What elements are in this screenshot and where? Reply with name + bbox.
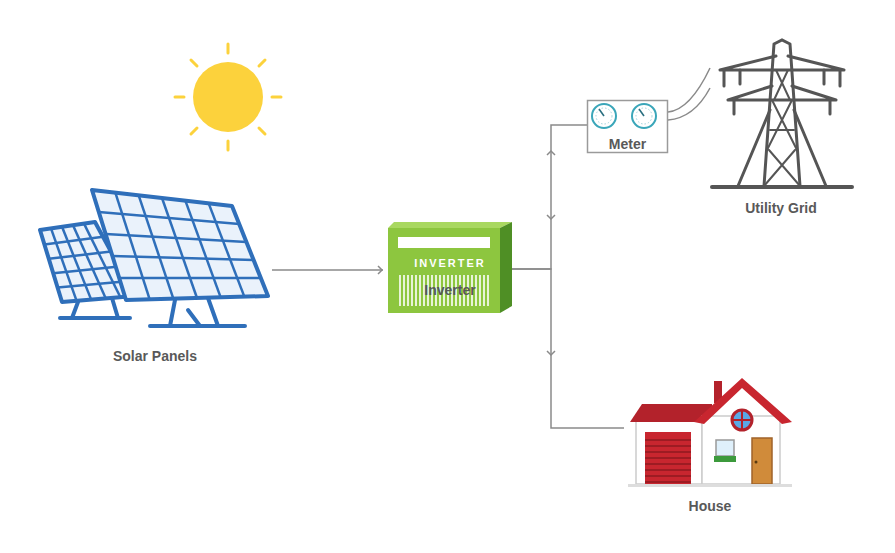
connector — [668, 68, 710, 120]
utility-grid-node: Utility Grid — [708, 38, 854, 218]
node-label: Meter — [609, 136, 646, 152]
inverter-box — [388, 222, 512, 313]
house-illustration — [628, 378, 792, 487]
node-label: Inverter — [424, 282, 475, 298]
connector — [512, 269, 624, 428]
connector — [512, 125, 587, 269]
house-node: House — [624, 376, 796, 516]
meter-node: Meter — [587, 100, 668, 153]
solar-panels-node: Solar Panels — [30, 180, 280, 370]
meter-box — [588, 101, 668, 153]
node-label: Solar Panels — [113, 348, 197, 364]
node-label: House — [689, 498, 732, 514]
inverter-node: INVERTER Inverter — [388, 222, 512, 347]
node-label: Utility Grid — [745, 200, 817, 216]
transmission-tower — [712, 40, 852, 187]
connector — [272, 266, 383, 274]
plate-text: INVERTER — [414, 256, 486, 270]
solar-panel-illustration — [40, 190, 268, 326]
